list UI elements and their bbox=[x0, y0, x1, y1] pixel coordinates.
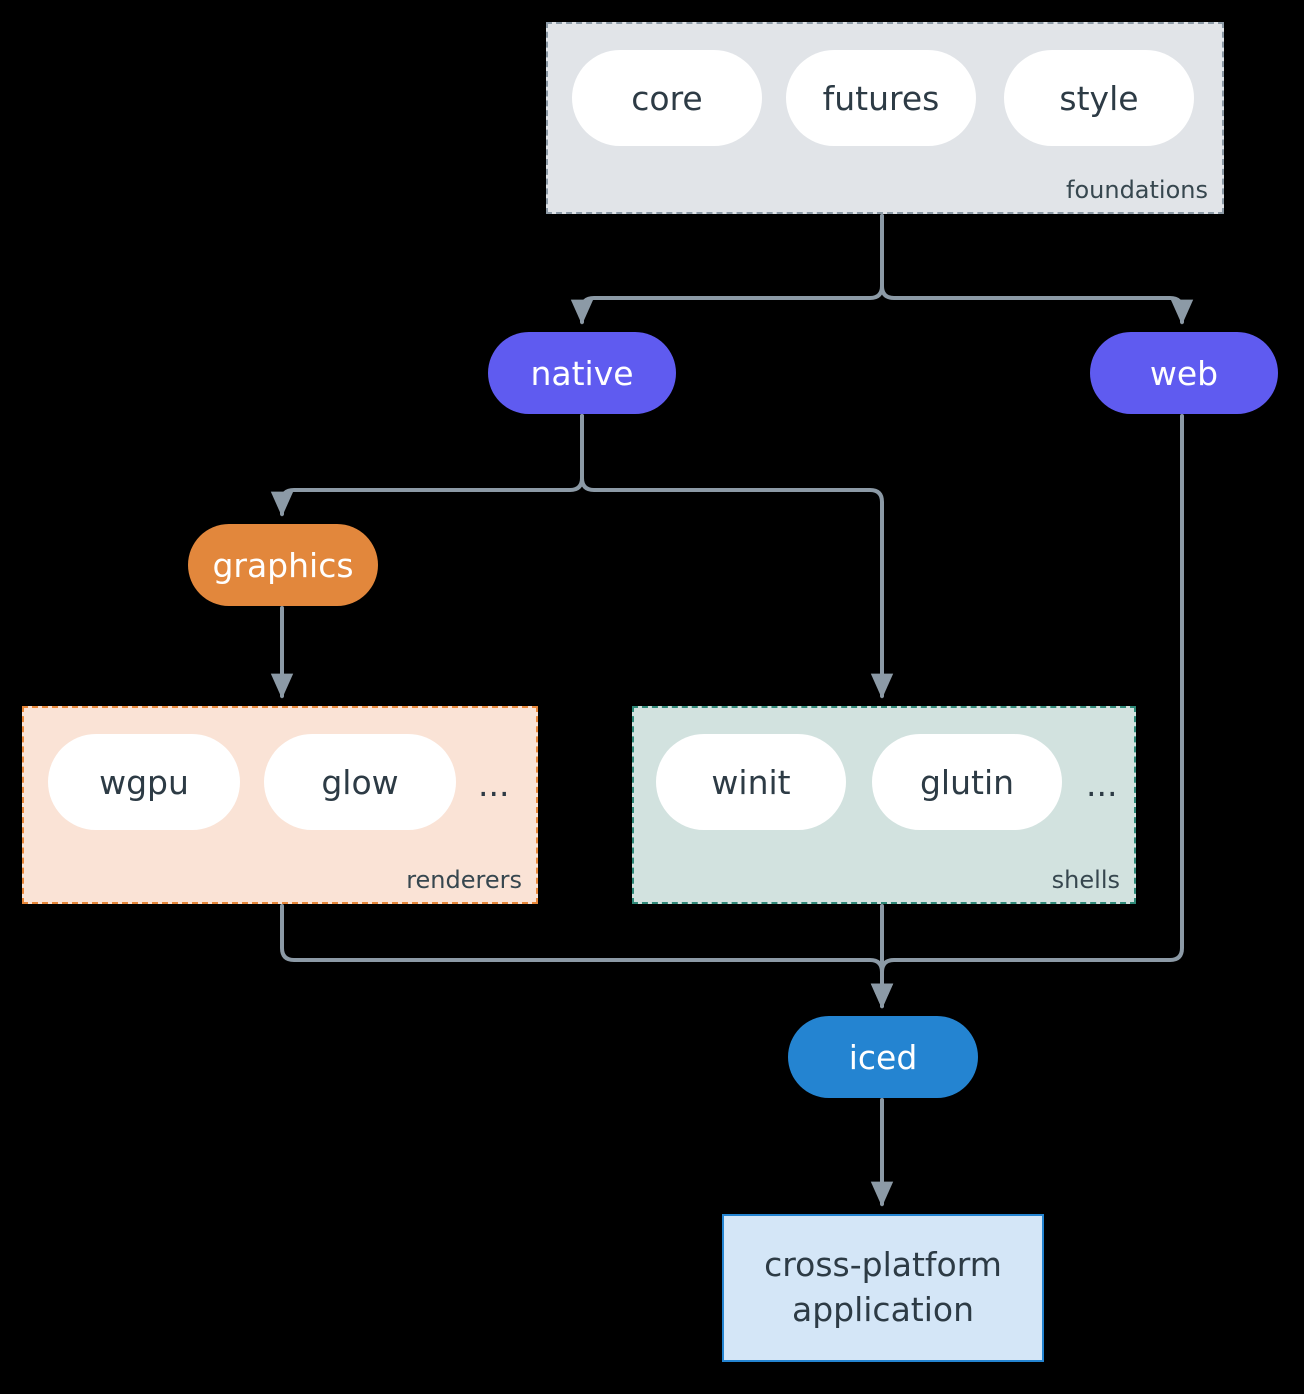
cluster-foundations-label: foundations bbox=[1066, 176, 1208, 204]
node-winit-label: winit bbox=[711, 762, 791, 802]
node-native[interactable]: native bbox=[488, 332, 676, 414]
node-core[interactable]: core bbox=[572, 50, 762, 146]
node-iced-label: iced bbox=[848, 1037, 918, 1077]
cluster-renderers-label: renderers bbox=[406, 866, 522, 894]
node-glutin[interactable]: glutin bbox=[872, 734, 1062, 830]
node-web[interactable]: web bbox=[1090, 332, 1278, 414]
node-futures[interactable]: futures bbox=[786, 50, 976, 146]
edge-renderers-iced bbox=[280, 904, 894, 1009]
node-web-label: web bbox=[1149, 353, 1219, 393]
application-line-2: application bbox=[791, 1290, 975, 1329]
shells-more-ellipsis: ... bbox=[1086, 765, 1118, 804]
edge-foundations-web bbox=[880, 214, 1194, 325]
node-style[interactable]: style bbox=[1004, 50, 1194, 146]
node-futures-label: futures bbox=[822, 78, 940, 118]
node-iced[interactable]: iced bbox=[788, 1016, 978, 1098]
edge-native-graphics bbox=[270, 414, 584, 517]
node-wgpu[interactable]: wgpu bbox=[48, 734, 240, 830]
node-winit[interactable]: winit bbox=[656, 734, 846, 830]
node-glow[interactable]: glow bbox=[264, 734, 456, 830]
node-cross-platform-application[interactable]: cross-platform application bbox=[722, 1214, 1044, 1362]
node-graphics[interactable]: graphics bbox=[188, 524, 378, 606]
application-line-1: cross-platform bbox=[764, 1245, 1002, 1285]
node-glow-label: glow bbox=[321, 762, 399, 802]
edge-native-shells bbox=[580, 414, 894, 699]
node-graphics-label: graphics bbox=[212, 545, 354, 585]
node-native-label: native bbox=[530, 353, 634, 393]
node-glutin-label: glutin bbox=[919, 762, 1015, 802]
node-style-label: style bbox=[1059, 78, 1139, 118]
cluster-shells-label: shells bbox=[1051, 866, 1120, 894]
node-wgpu-label: wgpu bbox=[99, 762, 189, 802]
edge-foundations-native bbox=[570, 214, 884, 325]
renderers-more-ellipsis: ... bbox=[478, 765, 510, 804]
node-core-label: core bbox=[631, 78, 703, 118]
